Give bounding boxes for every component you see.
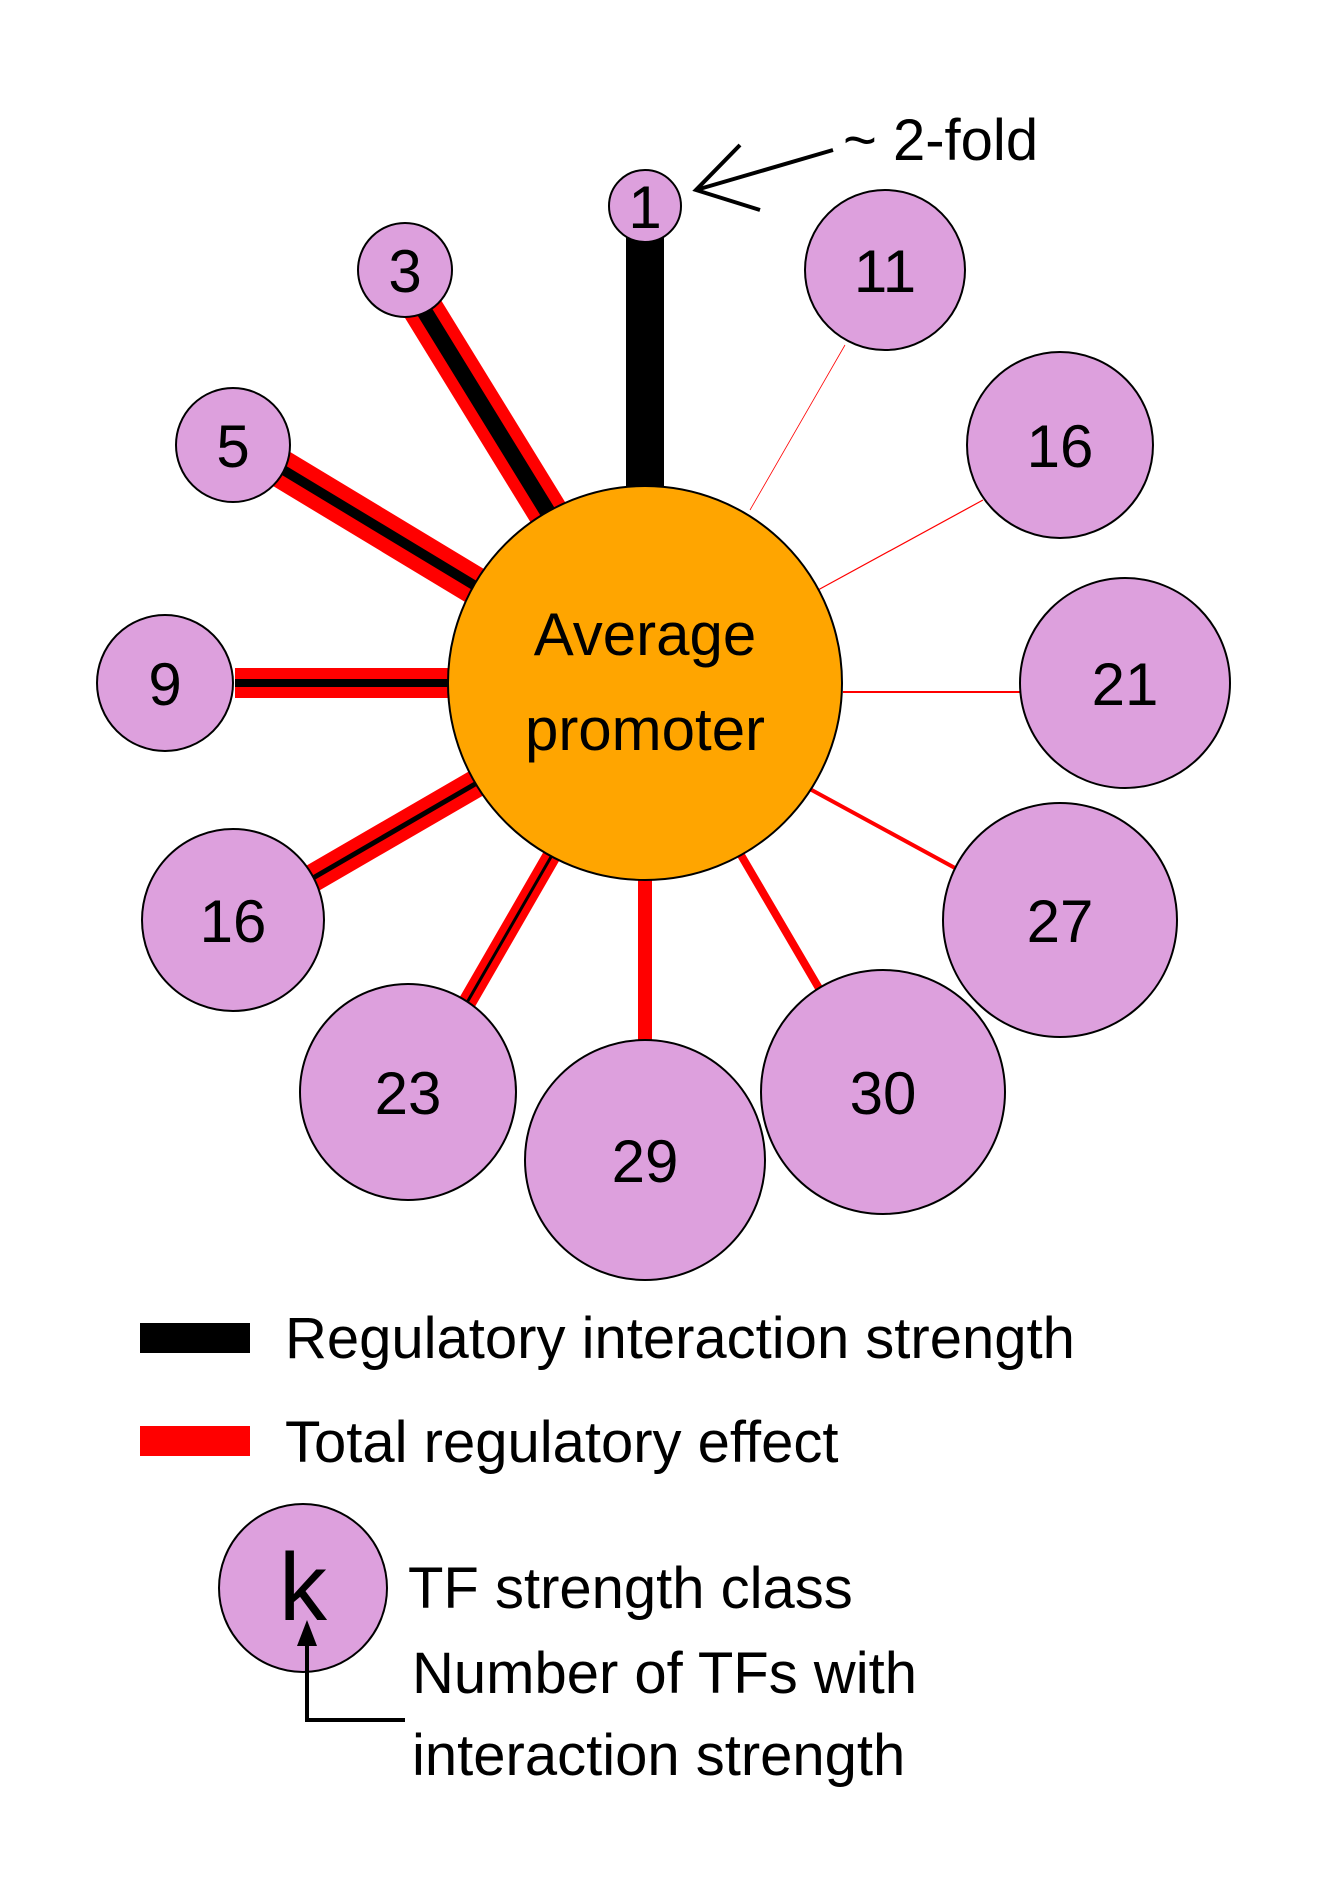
tf-node-29: 29 (524, 1039, 766, 1281)
interaction-bar-node-16a (311, 777, 484, 881)
tf-node-16b: 16 (966, 351, 1154, 539)
tf-node-27: 27 (942, 802, 1178, 1038)
center-label-line1: Average (534, 601, 756, 668)
legend-effect-swatch (140, 1426, 250, 1456)
tf-node-11-label: 11 (854, 238, 916, 305)
legend-class-circle (218, 1503, 388, 1673)
tf-node-29-label: 29 (612, 1128, 679, 1195)
center-node: Average promoter (447, 485, 843, 881)
center-label-line2: promoter (525, 696, 765, 763)
tf-node-9-label: 9 (148, 651, 181, 718)
legend-count-arrow-head (297, 1620, 317, 1646)
fold-arrow-shaft (695, 148, 834, 192)
fold-label: ~ 2-fold (843, 108, 1038, 173)
tf-node-16b-label: 16 (1027, 413, 1094, 480)
interaction-bar-node-5 (272, 460, 485, 595)
effect-bar-node-16b (817, 499, 984, 591)
tf-node-16a-label: 16 (200, 888, 267, 955)
legend-count-arrow (305, 1638, 405, 1722)
tf-node-23: 23 (299, 983, 517, 1201)
center-circle (447, 485, 843, 881)
effect-bar-node-30 (734, 847, 824, 993)
tf-node-1-label: 1 (628, 174, 661, 241)
fold-arrow-head (692, 143, 761, 212)
effect-bar-node-11 (749, 344, 846, 511)
legend-interaction-label: Regulatory interaction strength (285, 1306, 1075, 1371)
tf-node-5-label: 5 (216, 413, 249, 480)
tf-node-3: 3 (357, 222, 453, 318)
tf-node-21: 21 (1019, 577, 1231, 789)
tf-node-30-label: 30 (850, 1060, 917, 1127)
interaction-bar-node-3 (408, 291, 567, 537)
tf-node-11: 11 (804, 189, 966, 351)
legend-class-symbol: k (279, 1534, 328, 1641)
interaction-bar-node-23 (463, 849, 557, 1007)
effect-bar-node-27 (807, 786, 956, 870)
fold-annotation: ~ 2-fold (692, 108, 1038, 212)
legend-count-label-line1: Number of TFs with (412, 1641, 917, 1706)
tf-node-23-label: 23 (375, 1060, 442, 1127)
tf-node-1: 1 (608, 169, 682, 243)
legend-effect-label: Total regulatory effect (285, 1410, 838, 1475)
spokes (235, 230, 1020, 1042)
tf-node-21-label: 21 (1092, 651, 1159, 718)
tf-node-27-label: 27 (1027, 888, 1094, 955)
legend-count-label-line2: interaction strength (412, 1723, 905, 1788)
tf-node-3-label: 3 (388, 238, 421, 305)
legend-class-label: TF strength class (408, 1556, 853, 1621)
tf-node-30: 30 (760, 969, 1006, 1215)
tf-node-9: 9 (96, 614, 234, 752)
legend-interaction-swatch (140, 1323, 250, 1353)
tf-node-16a: 16 (141, 828, 325, 1012)
legend: Regulatory interaction strength Total re… (140, 1306, 1075, 1788)
tf-nodes: 1 3 5 9 16 23 29 30 (96, 169, 1231, 1281)
tf-node-5: 5 (175, 387, 291, 503)
